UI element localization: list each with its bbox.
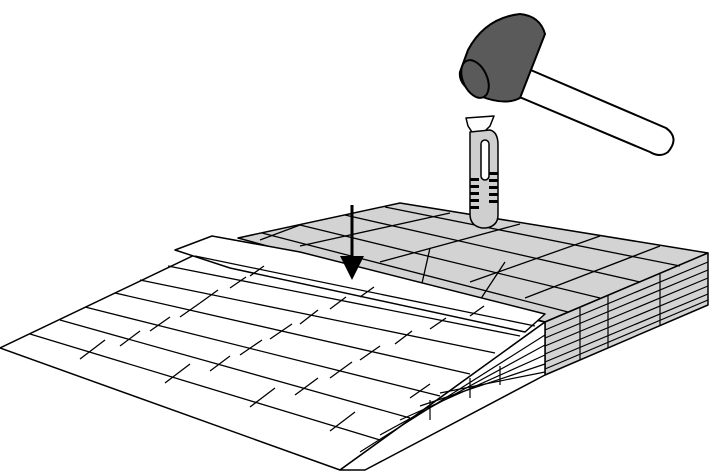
arrow-down-icon <box>340 205 364 280</box>
wall-plug-anchor-icon <box>465 115 499 229</box>
ramp-course-lines <box>29 255 536 441</box>
mallet-handle <box>497 61 675 156</box>
ramp-loose-tiles <box>174 235 546 333</box>
platform-layer-lines <box>544 261 709 370</box>
ramp-edge-lines <box>359 334 546 453</box>
ramp-brick-joints <box>79 265 485 432</box>
white-ramp <box>0 235 546 471</box>
rubber-mallet-icon <box>458 13 675 156</box>
ramp-side-edge <box>339 321 546 471</box>
